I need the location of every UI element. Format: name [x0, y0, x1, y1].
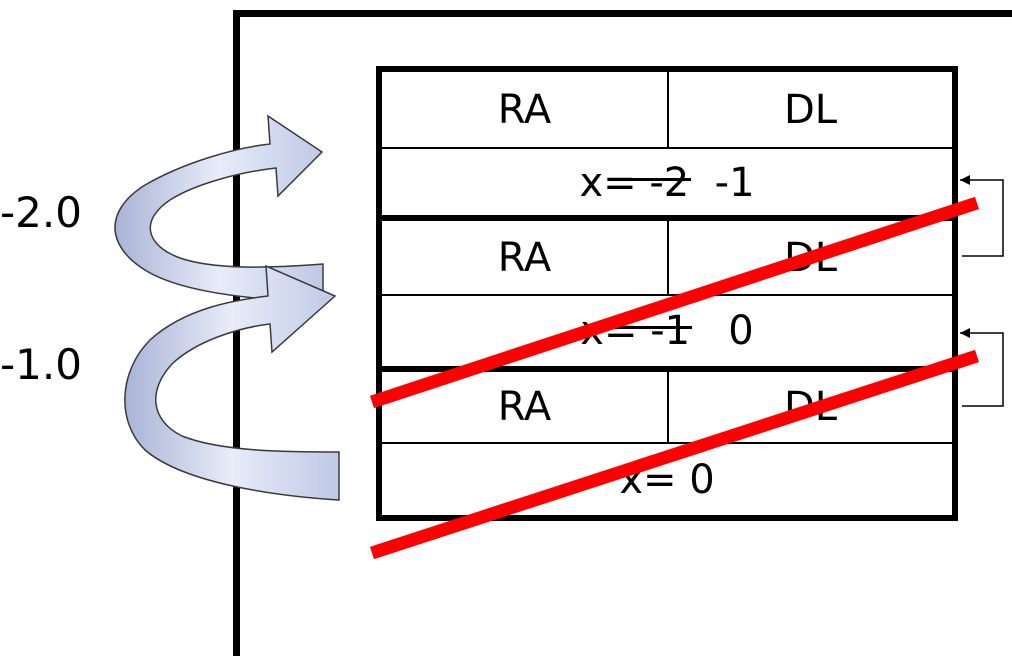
frame-1-x-cell: x= -2 -1	[382, 149, 952, 216]
frame-3-row-divider	[382, 442, 952, 444]
access-link-lower	[960, 332, 1004, 407]
frame-1-x-prefix: x=	[579, 159, 637, 206]
side-label-upper: -2.0	[0, 188, 82, 237]
frame-3-ra-label: RA	[497, 384, 552, 430]
frame-1-ra-label: RA	[497, 86, 552, 133]
frame-boundary-2	[382, 366, 952, 372]
recursion-arrow-lower-icon	[124, 264, 340, 501]
frame-1-dl-cell: DL	[669, 72, 952, 147]
frame-1-x-text: x= -2 -1	[579, 163, 754, 203]
recursion-arrow-upper-icon	[114, 114, 324, 303]
frame-1-row-divider	[382, 147, 952, 149]
frame-1-x-old-value: -2	[625, 159, 692, 206]
frame-2-ra-label: RA	[497, 234, 552, 281]
access-link-lower-arrowhead-icon	[960, 328, 970, 338]
frame-1-divider	[667, 72, 669, 148]
side-label-lower: -1.0	[0, 340, 82, 389]
frame-boundary-1	[382, 215, 952, 221]
frame-2-row-divider	[382, 294, 952, 296]
stack-frames: RA DL x= -2 -1 RA DL x= -1 0 RA DL	[376, 66, 958, 521]
frame-2-x-new-value: 0	[728, 308, 754, 354]
frame-top-border	[233, 10, 1012, 17]
frame-2-ra-cell: RA	[382, 221, 667, 294]
frame-1-dl-label: DL	[783, 86, 838, 133]
frame-2-divider	[667, 221, 669, 294]
access-link-upper	[960, 179, 1004, 257]
frame-3-ra-cell: RA	[382, 372, 667, 442]
frame-left-border	[233, 13, 240, 656]
cross-out-line-upper	[369, 196, 980, 409]
frame-1-ra-cell: RA	[382, 72, 667, 147]
access-link-upper-arrowhead-icon	[960, 175, 970, 185]
frame-3-x-value: 0	[689, 456, 715, 503]
frame-1-x-new-value: -1	[714, 159, 755, 206]
cross-out-line-lower	[369, 349, 980, 560]
frame-3-divider	[667, 372, 669, 442]
frame-2-x-old-value: -1	[626, 308, 692, 354]
